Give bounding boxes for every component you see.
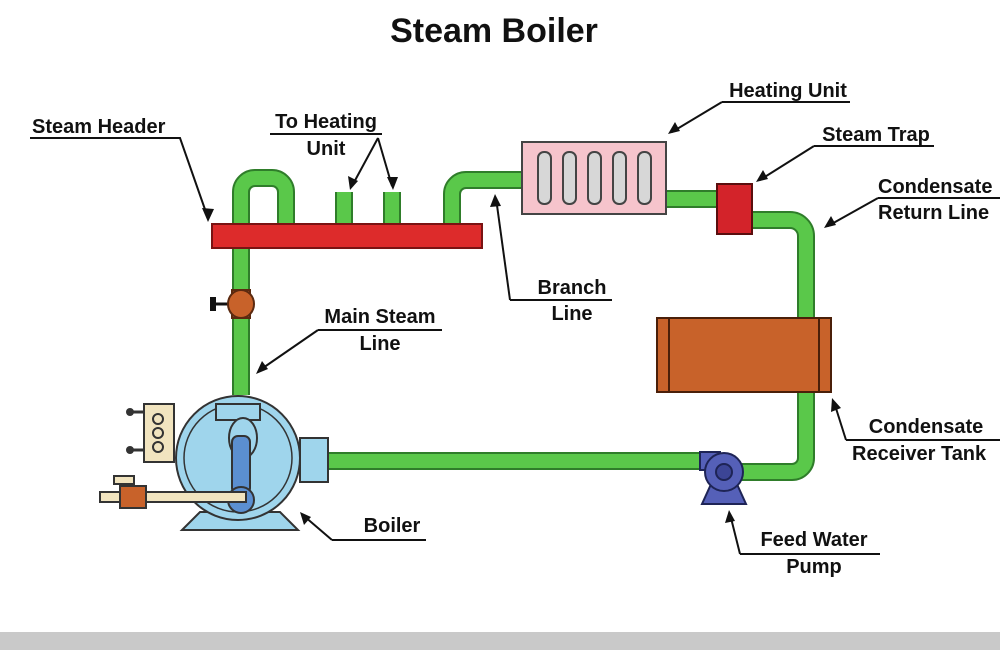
condensate-return-line xyxy=(752,211,815,318)
label-main-steam-line-line1: Main Steam xyxy=(324,306,435,328)
pipe-network xyxy=(232,169,815,481)
main-steam-valve xyxy=(210,289,255,319)
label-boiler: Boiler xyxy=(364,515,421,537)
boiler xyxy=(99,395,329,531)
label-branch-line-line2: Line xyxy=(551,303,592,325)
label-condensate-receiver-line2: Receiver Tank xyxy=(852,443,987,465)
tank-outlet-pipe xyxy=(736,392,815,481)
label-feed-water-pump-line2: Pump xyxy=(786,556,842,578)
condensate-receiver-tank xyxy=(656,317,832,393)
steam-trap xyxy=(716,183,753,235)
label-steam-trap: Steam Trap xyxy=(822,124,930,146)
label-condensate-return-line1: Condensate xyxy=(878,176,992,198)
label-condensate-receiver-line1: Condensate xyxy=(869,416,983,438)
bottom-scroll-strip xyxy=(0,632,1000,650)
label-steam-header: Steam Header xyxy=(32,116,166,138)
callout-arrowheads xyxy=(202,122,841,525)
label-to-heating-unit-line2: Unit xyxy=(307,138,346,160)
label-main-steam-line-line2: Line xyxy=(359,333,400,355)
label-branch-line-line1: Branch xyxy=(538,277,607,299)
label-feed-water-pump-line1: Feed Water xyxy=(760,529,867,551)
diagram-labels: Steam Header To Heating Unit Heating Uni… xyxy=(32,80,992,578)
callout-lines xyxy=(30,101,1000,555)
steam-header xyxy=(211,223,483,249)
label-to-heating-unit-line1: To Heating xyxy=(275,111,377,133)
label-condensate-return-line2: Return Line xyxy=(878,202,989,224)
heating-unit xyxy=(521,141,667,215)
feed-water-pump xyxy=(699,451,748,505)
label-heating-unit: Heating Unit xyxy=(729,80,847,102)
diagram-title: Steam Boiler xyxy=(390,12,598,50)
